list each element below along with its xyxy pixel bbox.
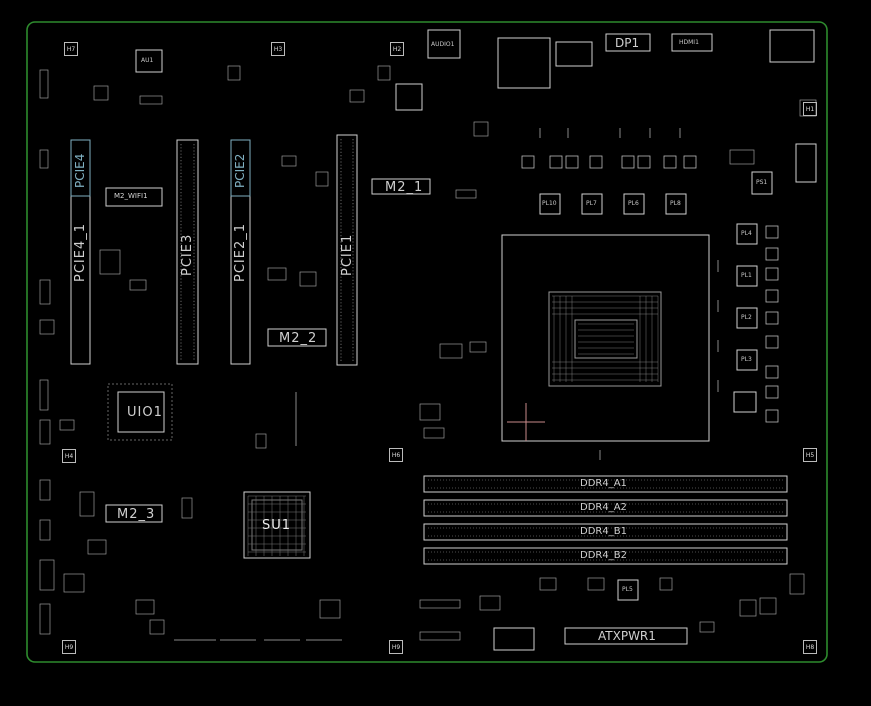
hdmi1-label: HDMI1 [679, 39, 699, 46]
pcie-slots [70, 134, 358, 366]
mounting-hole-h5: H5 [803, 448, 817, 462]
m2-3-label: M2_3 [117, 507, 156, 522]
mounting-hole-h6: H6 [389, 448, 403, 462]
chipset [107, 383, 311, 559]
passives [39, 65, 817, 641]
pcie-pins [180, 139, 354, 361]
hole-label: H6 [391, 452, 401, 459]
mounting-hole-h7: H7 [64, 42, 78, 56]
pl1-label: PL1 [741, 272, 752, 279]
dimm-slots [423, 475, 788, 565]
mounting-hole-h4: H4 [62, 449, 76, 463]
cpu-socket [501, 234, 710, 442]
audio1-label: AUDIO1 [431, 41, 455, 48]
mounting-hole-h8: H8 [803, 640, 817, 654]
board-outline [26, 21, 828, 663]
hole-label: H9 [391, 644, 401, 651]
hole-label: H3 [273, 46, 283, 53]
hole-label: H7 [66, 46, 76, 53]
pl10-label: PL10 [542, 200, 557, 207]
hole-label: H5 [805, 452, 815, 459]
mounting-hole-h9: H9 [62, 640, 76, 654]
connectors [105, 29, 817, 651]
ddr4-b2-label: DDR4_B2 [580, 550, 627, 561]
pcie2-1-label: PCIE2_1 [233, 222, 248, 282]
su1-label: SU1 [262, 518, 292, 533]
hole-label: H2 [392, 46, 402, 53]
pl2-label: PL2 [741, 314, 752, 321]
ddr4-a2-label: DDR4_A2 [580, 502, 627, 513]
hole-label: H9 [64, 644, 74, 651]
pl8-label: PL8 [670, 200, 681, 207]
pl5-label: PL5 [622, 586, 633, 593]
hole-label: H1 [805, 106, 815, 113]
pcie3-label: PCIE3 [180, 233, 195, 276]
hole-label: H8 [805, 644, 815, 651]
m2-1-label: M2_1 [385, 180, 424, 195]
pcie2-top-label: PCIE2 [233, 153, 247, 188]
pcie4-1-label: PCIE4_1 [73, 222, 88, 282]
atxpwr1-label: ATXPWR1 [598, 629, 656, 643]
pcie1-label: PCIE1 [340, 233, 355, 276]
dimm-pins [428, 479, 783, 561]
pl6-label: PL6 [628, 200, 639, 207]
vrm-inductors [539, 193, 758, 601]
dp1-label: DP1 [615, 36, 640, 50]
pl4-label: PL4 [741, 230, 752, 237]
mounting-hole-h2: H2 [390, 42, 404, 56]
pl7-label: PL7 [586, 200, 597, 207]
pl3-label: PL3 [741, 356, 752, 363]
pcie4-top-label: PCIE4 [73, 153, 87, 188]
hole-label: H4 [64, 453, 74, 460]
m2-wifi1-label: M2_WIFI1 [114, 192, 148, 200]
mounting-hole-h1: H1 [803, 102, 817, 116]
mounting-hole-h9b: H9 [389, 640, 403, 654]
ddr4-b1-label: DDR4_B1 [580, 526, 627, 537]
mounting-hole-h3: H3 [271, 42, 285, 56]
ddr4-a1-label: DDR4_A1 [580, 478, 627, 489]
uio1-label: UIO1 [127, 405, 163, 420]
au1-label: AU1 [141, 57, 154, 64]
cpu-pad-grid [552, 295, 659, 382]
m2-2-label: M2_2 [279, 331, 318, 346]
ps1-label: PS1 [756, 179, 768, 186]
